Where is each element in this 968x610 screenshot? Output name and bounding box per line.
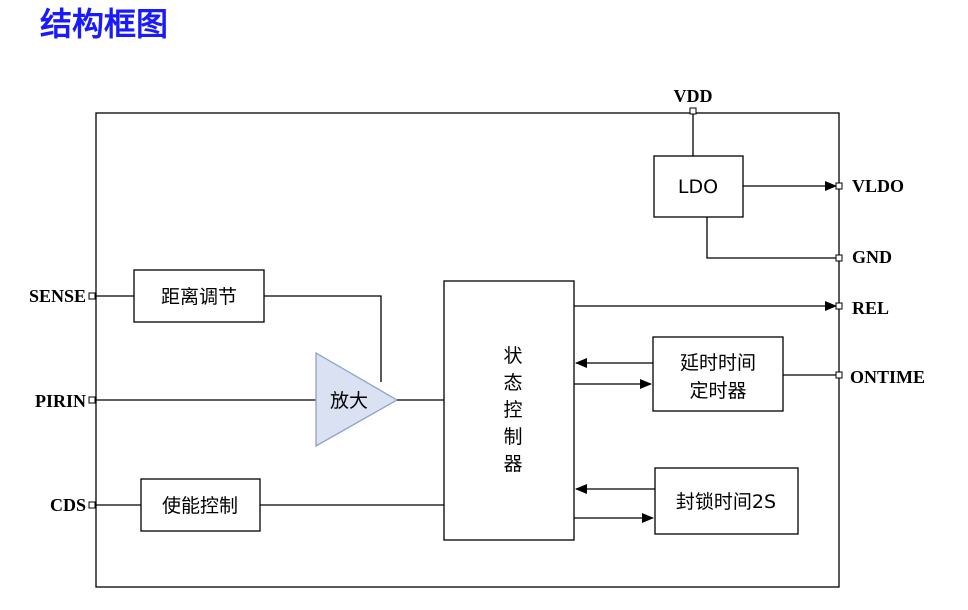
rel-pin — [835, 302, 843, 310]
page-title: 结构框图 — [40, 5, 169, 43]
ldo-block — [653, 155, 744, 218]
state-char-1: 状 — [503, 345, 522, 367]
vdd-pin-label: VDD — [674, 86, 713, 106]
amplifier-triangle — [315, 351, 399, 448]
gnd-wire — [706, 217, 836, 259]
cds-pin-label: CDS — [50, 495, 86, 515]
state-char-4: 制 — [503, 426, 522, 448]
sense-pin — [88, 292, 96, 300]
chip-outline — [95, 112, 840, 588]
amplifier-label: 放大 — [330, 390, 368, 412]
state-controller-block — [443, 280, 575, 541]
enable-control-block — [140, 478, 261, 532]
gnd-pin-label: GND — [852, 247, 892, 267]
ontime-pin — [835, 371, 843, 379]
vldo-pin-label: VLDO — [852, 176, 904, 196]
cds-pin — [88, 501, 96, 509]
delay-timer-label-line1: 延时时间 — [680, 352, 756, 374]
delay-timer-block — [652, 336, 784, 412]
pirin-pin — [88, 396, 96, 404]
distance-adjust-label: 距离调节 — [161, 286, 237, 308]
enable-control-label: 使能控制 — [162, 495, 238, 517]
distance-to-amp-wire — [264, 295, 382, 382]
state-char-2: 态 — [503, 372, 522, 394]
vldo-pin — [835, 182, 843, 190]
gnd-pin — [835, 254, 843, 262]
ontime-pin-label: ONTIME — [850, 367, 925, 387]
vdd-pin — [689, 107, 697, 115]
state-controller-label: 状 态 控 制 器 — [503, 345, 522, 475]
lockout-block — [654, 467, 799, 535]
ldo-label: LDO — [678, 176, 718, 198]
pirin-pin-label: PIRIN — [35, 391, 86, 411]
sense-pin-label: SENSE — [29, 286, 86, 306]
state-char-5: 器 — [503, 453, 522, 475]
lockout-label: 封锁时间2S — [676, 491, 776, 513]
rel-pin-label: REL — [852, 298, 889, 318]
state-char-3: 控 — [503, 399, 522, 421]
delay-timer-label-line2: 定时器 — [689, 380, 746, 402]
distance-adjust-block — [133, 269, 265, 323]
